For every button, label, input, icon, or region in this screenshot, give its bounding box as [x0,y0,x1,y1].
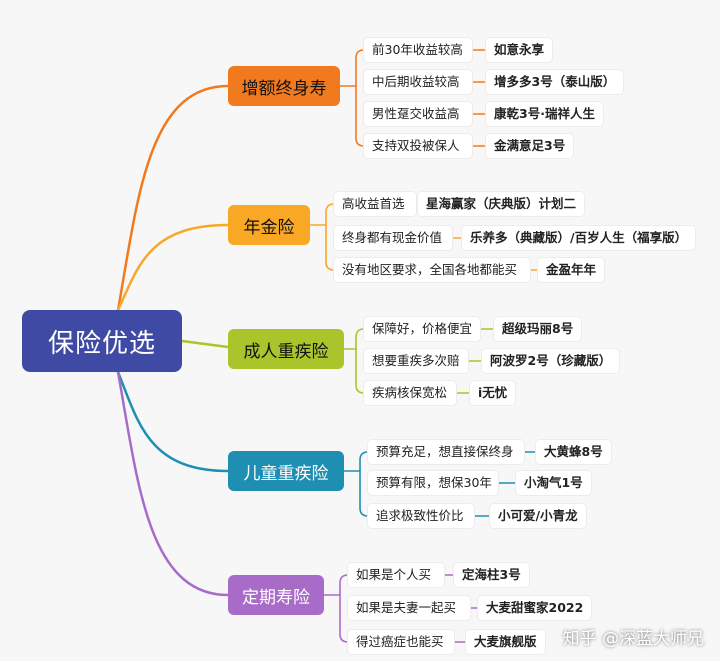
root-topic: 保险优选 [22,310,182,372]
product-4-2: 大麦旗舰版 [466,630,545,654]
root-connector-4 [116,370,230,597]
branch-spine-2 [355,328,365,394]
product-3-1: 小淘气1号 [516,471,591,495]
condition-4-2: 得过癌症也能买 [348,630,454,654]
condition-0-2: 男性趸交收益高 [364,102,472,126]
condition-3-0: 预算充足，想直接保终身 [368,440,524,464]
branch-spine-4 [339,574,349,643]
condition-1-1: 终身都有现金价值 [334,226,452,250]
product-1-2: 金盈年年 [538,258,605,282]
product-0-1: 增多多3号（泰山版） [486,70,624,94]
product-0-3: 金满意足3号 [486,134,574,158]
branch-2: 成人重疾险 [228,329,344,369]
condition-2-2: 疾病核保宽松 [364,381,456,405]
condition-0-0: 前30年收益较高 [364,38,472,62]
root-connector-0 [116,84,230,312]
branch-spine-3 [359,451,369,517]
product-1-0: 星海赢家（庆典版）计划二 [418,192,585,216]
branch-0: 增额终身寿 [228,66,340,106]
condition-4-0: 如果是个人买 [348,563,444,587]
condition-0-1: 中后期收益较高 [364,70,472,94]
condition-1-0: 高收益首选 [334,192,416,216]
condition-2-1: 想要重疾多次赔 [364,349,468,373]
root-connector-3 [116,370,230,473]
condition-1-2: 没有地区要求，全国各地都能买 [334,258,530,282]
product-1-1: 乐养多（典藏版）/百岁人生（福享版） [462,226,696,250]
product-3-0: 大黄蜂8号 [536,440,611,464]
branch-1: 年金险 [228,205,310,245]
product-2-0: 超级玛丽8号 [494,317,582,341]
product-4-0: 定海柱3号 [454,563,529,587]
condition-2-0: 保障好，价格便宜 [364,317,480,341]
condition-4-1: 如果是夫妻一起买 [348,596,470,620]
branch-3: 儿童重疾险 [228,451,344,491]
product-0-2: 康乾3号·瑞祥人生 [486,102,603,126]
root-connector-2 [180,339,230,349]
branch-spine-0 [355,49,365,147]
product-3-2: 小可爱/小青龙 [490,504,586,528]
product-2-1: 阿波罗2号（珍藏版） [482,349,620,373]
condition-0-3: 支持双投被保人 [364,134,472,158]
root-connector-1 [116,223,230,312]
product-0-0: 如意永享 [486,38,553,62]
watermark: 知乎 @深蓝大师兄 [562,629,704,649]
condition-3-2: 追求极致性价比 [368,504,474,528]
product-2-2: i无忧 [470,381,516,405]
branch-spine-1 [325,203,335,271]
condition-3-1: 预算有限，想保30年 [368,471,498,495]
branch-4: 定期寿险 [228,575,324,615]
product-4-1: 大麦甜蜜家2022 [478,596,592,620]
